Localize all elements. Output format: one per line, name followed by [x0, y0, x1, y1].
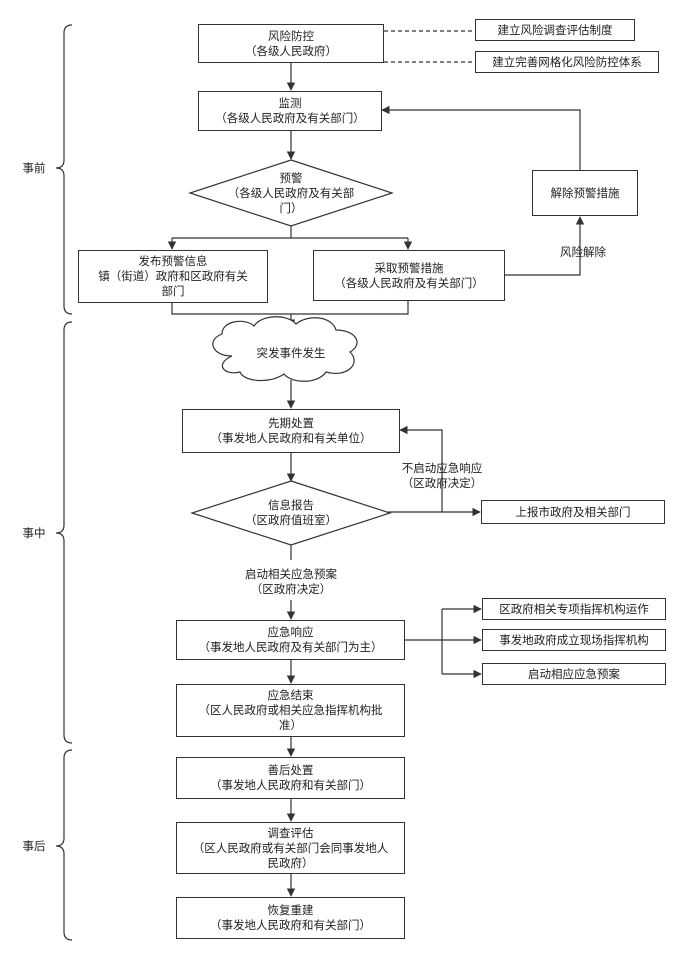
split-warning — [172, 225, 408, 239]
risk-control-title: 风险防控 — [268, 28, 314, 43]
phase-before-label: 事前 — [14, 160, 54, 176]
incident-cloud — [212, 316, 358, 382]
phase-during-label: 事中 — [14, 525, 54, 541]
phase-after-label: 事后 — [14, 838, 54, 854]
recovery-title: 恢复重建 — [267, 903, 314, 917]
note-grid-system-text: 建立完善网格化风险防控体系 — [492, 54, 642, 69]
release-measures-box: 解除预警措施 — [532, 170, 638, 216]
note-grid-system-box: 建立完善网格化风险防控体系 — [475, 51, 659, 73]
branch-2-text: 事发地政府成立现场指挥机构 — [499, 632, 649, 647]
emergency-response-title: 应急响应 — [267, 625, 314, 639]
take-measures-title: 采取预警措施 — [374, 260, 444, 275]
aftermath-title: 善后处置 — [267, 763, 314, 777]
no-response-label: 不启动应急响应 （区政府决定） — [388, 460, 496, 492]
warning-title: 预警 — [279, 170, 303, 185]
start-plan-title: 启动相关应急预案 — [245, 567, 337, 581]
incident-occurs-label: 突发事件发生 — [236, 344, 346, 362]
publish-warning-title: 发布预警信息 — [138, 254, 208, 268]
warning-sub-2: 门） — [279, 200, 303, 215]
note-eval-system-box: 建立风险调查评估制度 — [475, 19, 635, 41]
publish-warning-sub: 镇（街道）政府和区政府有关 — [98, 269, 248, 283]
arrow-release-to-monitor — [381, 105, 581, 170]
release-measures-text: 解除预警措施 — [550, 185, 620, 200]
branch-trunk — [405, 609, 443, 674]
no-response-sub: （区政府决定） — [401, 476, 483, 490]
emergency-end-box: 应急结束 （区人民政府或相关应急指挥机构批 准） — [176, 684, 405, 737]
take-measures-box: 采取预警措施 （各级人民政府及有关部门） — [313, 250, 505, 301]
recovery-box: 恢复重建 （事发地人民政府和有关部门） — [176, 897, 405, 939]
take-measures-sub: （各级人民政府及有关部门） — [334, 275, 484, 290]
report-city-text: 上报市政府及相关部门 — [515, 504, 631, 519]
investigation-sub-2: 民政府） — [267, 855, 314, 870]
phase-before-text: 事前 — [22, 160, 46, 175]
publish-warning-box: 发布预警信息 镇（街道）政府和区政府有关 部门 — [78, 250, 268, 303]
risk-cleared-label: 风险解除 — [548, 244, 618, 260]
note-eval-system-text: 建立风险调查评估制度 — [497, 22, 613, 37]
monitor-box: 监测 （各级人民政府及有关部门） — [198, 91, 382, 131]
emergency-response-box: 应急响应 （事发地人民政府及有关部门为主） — [176, 620, 405, 660]
investigation-sub: （区人民政府或有关部门会同事发地人 — [192, 840, 389, 855]
incident-occurs-text: 突发事件发生 — [256, 345, 326, 360]
risk-control-box: 风险防控 （各级人民政府） — [198, 24, 384, 63]
start-plan-label: 启动相关应急预案 （区政府决定） — [222, 566, 360, 598]
recovery-sub: （事发地人民政府和有关部门） — [210, 918, 371, 932]
phase-after-text: 事后 — [22, 838, 46, 853]
emergency-end-sub: （区人民政府或相关应急指挥机构批 — [198, 703, 383, 717]
info-report-decision: 信息报告 （区政府值班室） — [226, 497, 356, 529]
investigation-title: 调查评估 — [267, 825, 314, 840]
phase-during-text: 事中 — [22, 525, 46, 540]
investigation-box: 调查评估 （区人民政府或有关部门会同事发地人 民政府） — [176, 822, 405, 874]
publish-warning-sub-2: 部门 — [161, 284, 185, 298]
emergency-end-sub-2: 准） — [279, 718, 302, 732]
warning-sub: （各级人民政府及有关部 — [227, 185, 355, 200]
no-response-title: 不启动应急响应 — [401, 461, 483, 475]
branch-2-box: 事发地政府成立现场指挥机构 — [482, 629, 666, 651]
warning-diamond — [188, 159, 394, 227]
info-report-title: 信息报告 — [268, 498, 314, 512]
merge-to-incident — [171, 301, 409, 315]
info-report-diamond — [190, 480, 392, 546]
brace-after — [55, 749, 73, 941]
branch-3-box: 启动相应应急预案 — [482, 663, 666, 685]
aftermath-box: 善后处置 （事发地人民政府和有关部门） — [176, 757, 405, 799]
brace-before — [55, 24, 73, 315]
risk-control-sub: （各级人民政府） — [245, 43, 337, 58]
report-city-box: 上报市政府及相关部门 — [481, 500, 665, 524]
monitor-title: 监测 — [278, 96, 302, 110]
risk-cleared-text: 风险解除 — [560, 244, 606, 259]
warning-decision: 预警 （各级人民政府及有关部 门） — [210, 168, 372, 218]
branch-1-text: 区政府相关专项指挥机构运作 — [499, 601, 649, 616]
aftermath-sub: （事发地人民政府和有关部门） — [210, 778, 371, 792]
start-plan-sub: （区政府决定） — [250, 582, 332, 596]
info-report-sub: （区政府值班室） — [245, 513, 337, 527]
emergency-response-sub: （事发地人民政府及有关部门为主） — [198, 640, 383, 654]
branch-1-box: 区政府相关专项指挥机构运作 — [482, 598, 666, 620]
monitor-sub: （各级人民政府及有关部门） — [215, 111, 365, 125]
initial-handling-title: 先期处置 — [268, 416, 314, 430]
arrow-measures-to-release — [505, 216, 585, 276]
initial-handling-box: 先期处置 （事发地人民政府和有关单位） — [182, 409, 400, 453]
branch-3-text: 启动相应应急预案 — [528, 666, 620, 681]
initial-handling-sub: （事发地人民政府和有关单位） — [210, 431, 372, 445]
arrow-no-response-back — [399, 425, 443, 512]
brace-during — [55, 321, 73, 744]
emergency-end-title: 应急结束 — [267, 688, 314, 702]
